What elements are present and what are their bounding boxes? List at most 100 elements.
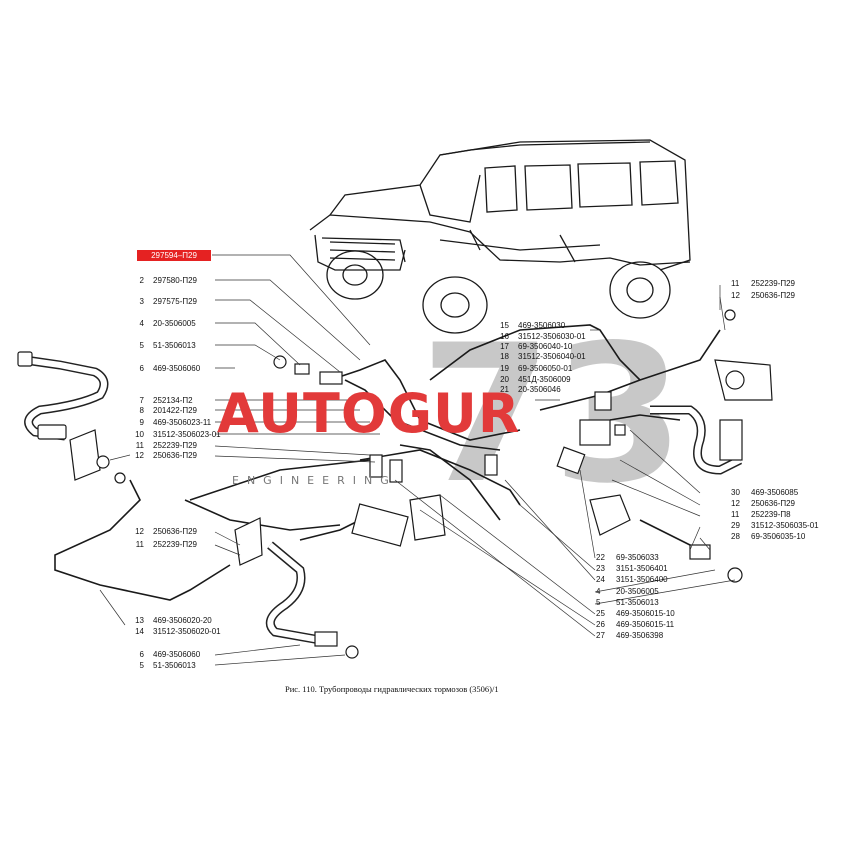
part-callout: 12 250636-П29 xyxy=(130,451,197,461)
part-number: 20-3506046 xyxy=(518,385,561,394)
callout-number: 15 xyxy=(500,321,509,330)
part-number: 469-3506015-11 xyxy=(616,620,675,629)
callout-number: 30 xyxy=(731,488,740,497)
callout-number: 28 xyxy=(731,532,740,541)
callout-number: 17 xyxy=(500,342,509,351)
part-number: 252239-П29 xyxy=(153,540,198,549)
part-callout: 12 250636-П29 xyxy=(731,291,795,301)
callout-number: 5 xyxy=(139,341,144,350)
callout-number: 6 xyxy=(139,364,144,373)
part-number: 201422-П29 xyxy=(153,406,198,415)
part-number: 31512-3506020-01 xyxy=(153,627,221,636)
callout-number: 16 xyxy=(500,332,509,341)
part-number: 69-3506050-01 xyxy=(518,364,573,373)
callout-number: 18 xyxy=(500,352,509,361)
part-number: 250636-П29 xyxy=(153,527,198,536)
part-number: 250636-П29 xyxy=(751,291,796,300)
part-number: 3151-3506400 xyxy=(616,575,668,584)
part-callout: 17 69-3506040-10 xyxy=(495,342,572,352)
callout-number: 7 xyxy=(139,396,144,405)
callout-number: 24 xyxy=(596,575,605,584)
callout-number: 11 xyxy=(731,510,740,519)
part-callout: 12 250636-П29 xyxy=(731,499,795,509)
callout-number: 25 xyxy=(596,609,605,618)
callout-number: 8 xyxy=(139,406,144,415)
part-number: 51-3506013 xyxy=(616,598,659,607)
part-number: 252134-П2 xyxy=(153,396,193,405)
part-number: 250636-П29 xyxy=(153,451,198,460)
watermark-tagline: ENGINEERING xyxy=(232,474,397,487)
part-number: 469-3506020-20 xyxy=(153,616,212,625)
callout-number: 12 xyxy=(135,527,144,536)
callout-number: 22 xyxy=(596,553,605,562)
part-number: 51-3506013 xyxy=(153,661,196,670)
part-callout: 12 250636-П29 xyxy=(130,527,197,537)
callout-number: 29 xyxy=(731,521,740,530)
part-number: 469-3506015-10 xyxy=(616,609,675,618)
part-number: 250636-П29 xyxy=(751,499,796,508)
figure-caption: Рис. 110. Трубопроводы гидравлических то… xyxy=(285,684,499,694)
callout-number: 12 xyxy=(135,451,144,460)
part-number: 469-3506060 xyxy=(153,650,201,659)
part-callout: 21 20-3506046 xyxy=(495,385,561,395)
callout-number: 11 xyxy=(135,441,144,450)
part-number: 252239-П29 xyxy=(751,279,796,288)
callout-number: 5 xyxy=(596,598,601,607)
callout-number: 12 xyxy=(731,499,740,508)
watermark-brand: AUTOGUR xyxy=(217,382,521,445)
callout-number: 12 xyxy=(731,291,740,300)
callout-number: 26 xyxy=(596,620,605,629)
part-callout: 25 469-3506015-10 xyxy=(596,609,675,619)
part-callout: 8 201422-П29 xyxy=(130,406,197,416)
part-number: 31512-3506040-01 xyxy=(518,352,586,361)
part-callout: 3 297575-П29 xyxy=(130,297,197,307)
part-callout: 6 469-3506060 xyxy=(130,650,201,660)
part-callout: 6 469-3506060 xyxy=(130,364,201,374)
vehicle-illustration xyxy=(309,139,691,334)
part-number: 20-3506005 xyxy=(153,319,196,328)
callout-number: 4 xyxy=(139,319,144,328)
callout-number: 20 xyxy=(500,375,509,384)
part-callout: 24 3151-3506400 xyxy=(596,575,668,585)
part-number: 51-3506013 xyxy=(153,341,196,350)
callout-number: 21 xyxy=(500,385,509,394)
part-callout: 5 51-3506013 xyxy=(130,341,196,351)
callout-number: 23 xyxy=(596,564,605,573)
callout-number: 5 xyxy=(139,661,144,670)
callout-number: 6 xyxy=(139,650,144,659)
callout-number: 27 xyxy=(596,631,605,640)
part-number: 469-3506398 xyxy=(616,631,664,640)
part-callout: 23 3151-3506401 xyxy=(596,564,668,574)
part-number: 297580-П29 xyxy=(153,276,198,285)
part-callout: 11 252239-П29 xyxy=(731,279,795,289)
callout-number: 2 xyxy=(139,276,144,285)
part-callout: 18 31512-3506040-01 xyxy=(495,352,586,362)
part-number: 469-3506085 xyxy=(751,488,799,497)
part-number: 69-3506040-10 xyxy=(518,342,573,351)
callout-number: 4 xyxy=(596,587,601,596)
callout-number: 10 xyxy=(135,430,144,439)
callout-number: 3 xyxy=(139,297,144,306)
part-number: 297575-П29 xyxy=(153,297,198,306)
part-number: 469-3506060 xyxy=(153,364,201,373)
part-number: 31512-3506030-01 xyxy=(518,332,586,341)
part-callout: 30 469-3506085 xyxy=(731,488,798,498)
part-number: 69-3506033 xyxy=(616,553,659,562)
callout-number: 19 xyxy=(500,364,509,373)
part-number: 3151-3506401 xyxy=(616,564,668,573)
part-callout: 22 69-3506033 xyxy=(596,553,659,563)
callout-number: 11 xyxy=(731,279,740,288)
